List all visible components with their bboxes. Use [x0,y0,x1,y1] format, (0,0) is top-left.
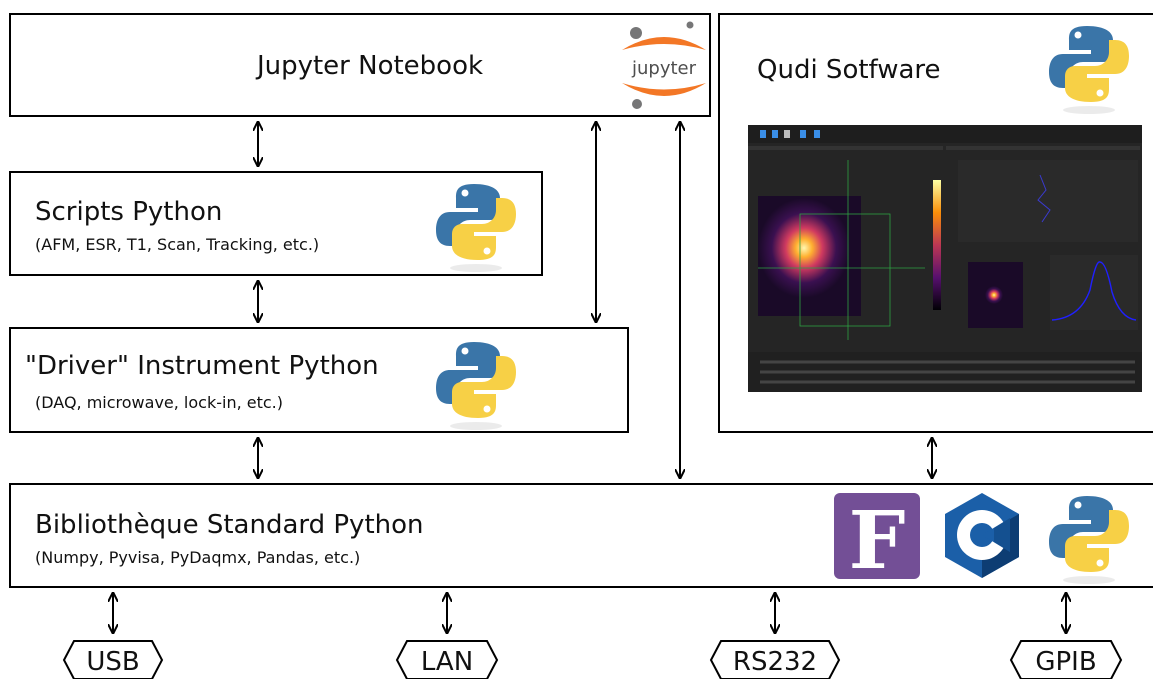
scripts-python-box: Scripts Python (AFM, ESR, T1, Scan, Trac… [9,171,543,276]
port-label-lan: LAN [421,647,473,677]
fortran-icon: F [834,493,920,587]
qudi-title: Qudi Sotfware [757,55,941,85]
fortran-letter: F [849,493,906,587]
driver-instrument-box: "Driver" Instrument Python (DAQ, microwa… [9,327,629,433]
jupyter-notebook-box: Jupyter Notebook jupyter [9,13,711,117]
scripts-subtitle: (AFM, ESR, T1, Scan, Tracking, etc.) [35,235,319,254]
jupyter-logo-text: jupyter [631,58,697,79]
port-gpib: GPIB [1009,640,1123,679]
port-label-usb: USB [86,647,139,677]
standard-library-box: Bibliothèque Standard Python (Numpy, Pyv… [9,483,1153,588]
jupyter-title: Jupyter Notebook [255,51,483,81]
port-label-rs232: RS232 [733,647,817,677]
stdlib-subtitle: (Numpy, Pyvisa, PyDaqmx, Pandas, etc.) [35,548,360,567]
qudi-software-box: Qudi Sotfware [718,13,1153,433]
jupyter-logo: jupyter [622,21,706,109]
port-usb: USB [62,640,164,679]
stdlib-title: Bibliothèque Standard Python [35,510,424,540]
connection-arrows [113,122,1066,633]
c-language-icon [945,493,1019,578]
scripts-title: Scripts Python [35,197,222,227]
port-label-gpib: GPIB [1035,647,1096,677]
port-rs232: RS232 [709,640,841,679]
port-lan: LAN [395,640,499,679]
qudi-screenshot [748,125,1142,392]
driver-title: "Driver" Instrument Python [25,351,379,381]
driver-subtitle: (DAQ, microwave, lock-in, etc.) [35,393,283,412]
